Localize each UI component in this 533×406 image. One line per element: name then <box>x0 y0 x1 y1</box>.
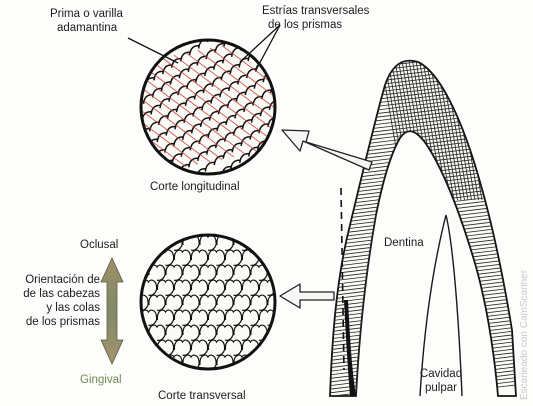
label-orientacion-4: de los prismas <box>4 316 100 329</box>
arrow-to-longitudinal <box>282 130 372 170</box>
arrow-to-transverse <box>280 284 334 308</box>
label-corte-longitudinal: Corte longitudinal <box>150 181 240 194</box>
label-cavidad-2: pulpar <box>415 382 467 395</box>
label-corte-transversal: Corte transversal <box>158 390 246 403</box>
label-orientacion-3: y las colas <box>4 302 100 315</box>
label-gingival: Gingival <box>80 374 122 387</box>
longitudinal-section-circle <box>54 29 366 182</box>
label-orientacion-1: Orientación de <box>4 274 100 287</box>
label-estrias-2: de los prismas <box>268 19 342 32</box>
label-prisma-2: adamantina <box>57 22 117 35</box>
label-estrias-1: Estrías transversales <box>262 5 369 18</box>
label-oclusal: Oclusal <box>80 239 118 252</box>
svg-text:Escaneado con CamScanner: Escaneado con CamScanner <box>519 269 530 400</box>
label-dentina: Dentina <box>384 237 424 250</box>
tooth-enamel <box>320 46 533 406</box>
transverse-section-circle <box>132 220 284 385</box>
label-prisma-1: Prima o varilla <box>50 8 123 21</box>
label-cavidad-1: Cavidad <box>415 368 467 381</box>
oclusal-gingival-arrow <box>101 258 123 364</box>
scanner-watermark: Escaneado con CamScanner <box>519 269 530 400</box>
label-orientacion-2: de las cabezas <box>4 288 100 301</box>
